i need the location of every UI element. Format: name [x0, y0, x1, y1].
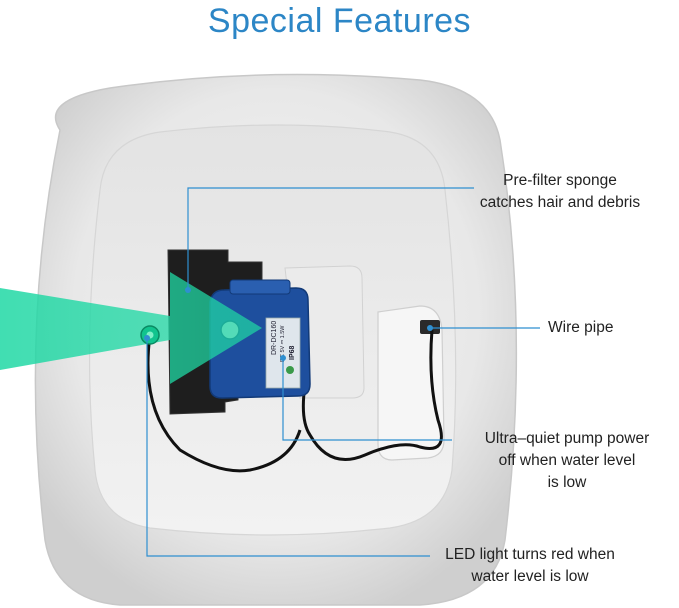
callout-dot-icon: [427, 325, 433, 331]
callout-led-text: LED light turns red when water level is …: [445, 546, 615, 585]
page-title: Special Features: [207, 2, 472, 40]
led-wire: [146, 334, 302, 473]
pump-model-text: DR-DC160: [271, 321, 278, 355]
flow-arrow-icon: [0, 272, 262, 384]
pump-spec-text: DC 5V ⎓ 1.5W: [280, 325, 286, 362]
callout-line-pump: [282, 358, 452, 441]
callout-line-led: [146, 340, 430, 557]
pump-rating-text: IP68: [289, 345, 296, 360]
callout-prefilter-text: Pre-filter sponge catches hair and debri…: [479, 172, 641, 211]
callout-pump-text: Ultra–quiet pump power off when water le…: [484, 430, 650, 491]
pump-wire: [301, 329, 443, 461]
callout-wirepipe-text: Wire pipe: [548, 319, 614, 336]
callout-line-prefilter: [187, 187, 474, 288]
callout-dot-icon: [185, 287, 191, 293]
wire-pipe-housing: [377, 305, 445, 461]
pump-top-cap: [229, 279, 291, 295]
callout-dot-icon: [280, 355, 286, 361]
callout-dot-icon: [144, 335, 150, 341]
